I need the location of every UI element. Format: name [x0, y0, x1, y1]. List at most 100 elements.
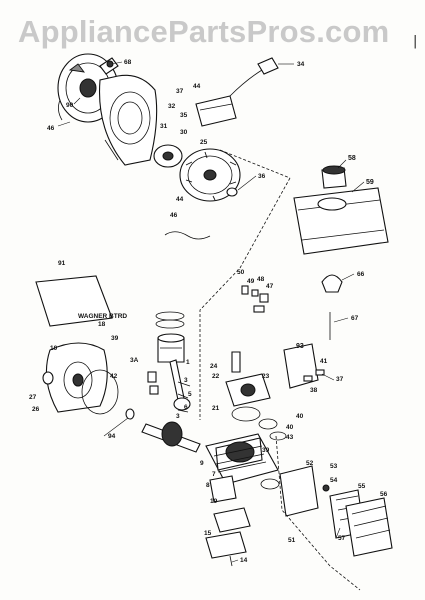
callout-41: 41	[320, 358, 328, 365]
callout-1: 1	[186, 359, 190, 366]
flywheel-washer	[226, 187, 238, 197]
callout-6: 6	[184, 404, 188, 411]
callout-68: 68	[124, 59, 132, 66]
leader-lines	[57, 61, 365, 563]
callout-5: 5	[188, 391, 192, 398]
base-plate-15	[205, 531, 247, 559]
callout-37-top: 37	[176, 88, 184, 95]
oil-seal-left	[42, 371, 54, 385]
intake-plate	[283, 343, 319, 389]
crankcase-cover	[45, 342, 108, 413]
callout-25: 25	[200, 139, 208, 146]
flywheel	[179, 148, 241, 202]
callout-14: 14	[240, 557, 248, 564]
callout-labels: 68 90 46 37 44 32 35 31 30 25 34 36 44 4…	[29, 59, 388, 564]
callout-40-a: 40	[296, 413, 304, 420]
callout-43: 43	[286, 434, 294, 441]
callout-18: 18	[98, 321, 106, 328]
callout-46-top: 46	[47, 125, 55, 132]
callout-32: 32	[168, 103, 176, 110]
fuel-cap	[321, 165, 347, 189]
bolt-50	[241, 285, 249, 295]
crankshaft	[141, 421, 201, 453]
callout-58: 58	[348, 155, 356, 162]
callout-19: 19	[210, 498, 218, 505]
page-margin-mark: |	[413, 34, 418, 49]
oil-seal-right	[125, 408, 135, 420]
spring-41	[315, 369, 325, 376]
callout-35: 35	[180, 112, 188, 119]
base-plate-19	[213, 507, 251, 533]
part-48	[259, 293, 269, 303]
callout-42: 42	[110, 373, 118, 380]
cylinder-block	[205, 433, 279, 503]
ignition-wire	[164, 231, 211, 240]
callout-59: 59	[366, 179, 374, 186]
callout-66: 66	[357, 271, 365, 278]
callout-50: 50	[237, 269, 245, 276]
gasket-sheet-label: WAGNER BTRD	[78, 313, 127, 320]
connecting-rod	[169, 359, 185, 401]
small-hardware	[147, 371, 191, 413]
muffler-assembly	[279, 465, 393, 557]
callout-93: 93	[296, 343, 304, 350]
gasket-43	[269, 431, 287, 441]
callout-22: 22	[212, 373, 220, 380]
watermark-text: AppliancePartsPros.com	[18, 14, 390, 49]
primer-bulb	[321, 274, 343, 293]
carburetor	[225, 351, 271, 407]
callout-94: 94	[108, 433, 116, 440]
callout-57: 57	[338, 535, 346, 542]
callout-34: 34	[297, 61, 305, 68]
muffler-gasket	[260, 478, 280, 490]
callout-52: 52	[306, 460, 314, 467]
guide-line-a	[219, 149, 291, 179]
carburetor-gasket	[231, 406, 261, 422]
callout-10: 10	[50, 345, 58, 352]
callout-21: 21	[212, 405, 220, 412]
callout-54: 54	[330, 477, 338, 484]
callout-51: 51	[288, 537, 296, 544]
blower-housing	[98, 74, 158, 166]
callout-3a: 3A	[130, 357, 139, 364]
callout-56: 56	[380, 491, 388, 498]
callout-48: 48	[257, 276, 265, 283]
fuel-tank	[293, 187, 389, 255]
callout-30: 30	[180, 129, 188, 136]
callout-91: 91	[58, 260, 66, 267]
callout-36: 36	[258, 173, 266, 180]
washer-49	[251, 289, 259, 297]
callout-47: 47	[266, 283, 274, 290]
callout-23: 23	[262, 373, 270, 380]
callout-49: 49	[247, 278, 255, 285]
screw-14	[229, 555, 233, 567]
callout-67: 67	[351, 315, 359, 322]
ignition-coil	[195, 57, 279, 127]
starter-cup	[153, 144, 183, 168]
callout-24: 24	[210, 363, 218, 370]
part-47	[253, 305, 265, 313]
callout-90: 90	[66, 102, 74, 109]
callout-39-left: 39	[111, 335, 119, 342]
callout-44-top: 44	[193, 83, 201, 90]
callout-8: 8	[206, 482, 210, 489]
callout-37-right: 37	[336, 376, 344, 383]
guide-line-b	[199, 177, 291, 420]
callout-9: 9	[200, 460, 204, 467]
callout-31: 31	[160, 123, 168, 130]
gasket-sheet: WAGNER BTRD	[35, 275, 127, 327]
callout-46-mid: 46	[170, 212, 178, 219]
callout-55: 55	[358, 483, 366, 490]
callout-27: 27	[29, 394, 37, 401]
cover-gasket	[81, 369, 119, 415]
guide-line-c	[275, 435, 361, 591]
callout-3-a: 3	[184, 377, 188, 384]
callout-53: 53	[330, 463, 338, 470]
callout-38: 38	[310, 387, 318, 394]
callout-40-b: 40	[286, 424, 294, 431]
callout-39-right: 39	[262, 447, 270, 454]
rod-cap	[173, 397, 191, 411]
callout-15: 15	[204, 530, 212, 537]
